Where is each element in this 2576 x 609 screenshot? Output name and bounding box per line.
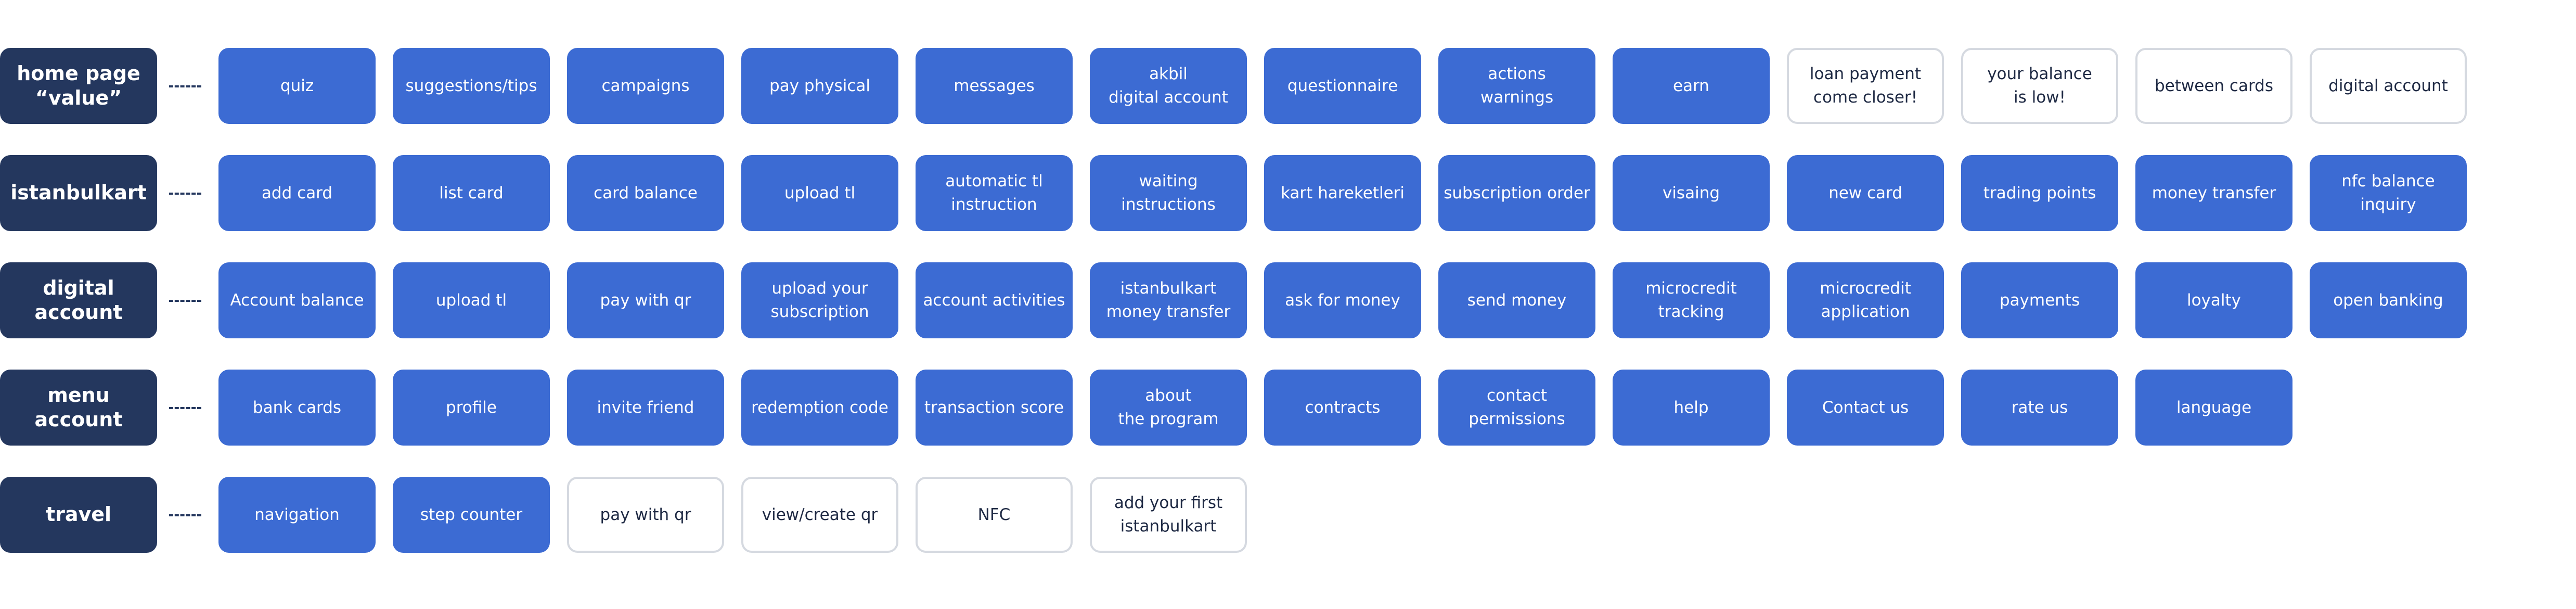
feature-chip-suggestions-tips: suggestions/tips: [393, 48, 550, 124]
feature-chip-redemption-code: redemption code: [741, 370, 898, 446]
feature-chip-account-balance: Account balance: [218, 262, 376, 338]
feature-chip-upload-tl: upload tl: [741, 155, 898, 231]
feature-chip-contracts: contracts: [1264, 370, 1421, 446]
feature-chip-profile: profile: [393, 370, 550, 446]
feature-chip-upload-your-subscription: upload your subscription: [741, 262, 898, 338]
feature-chip-pay-physical: pay physical: [741, 48, 898, 124]
feature-chip-between-cards: between cards: [2135, 48, 2292, 124]
feature-chip-about-the-program: about the program: [1090, 370, 1247, 446]
row-label: travel: [0, 477, 157, 553]
feature-chip-new-card: new card: [1787, 155, 1944, 231]
feature-chip-subscription-order: subscription order: [1438, 155, 1595, 231]
feature-chip-step-counter: step counter: [393, 477, 550, 553]
feature-chip-payments: payments: [1961, 262, 2118, 338]
feature-chip-istanbulkart-money-transfer: istanbulkart money transfer: [1090, 262, 1247, 338]
feature-chip-visaing: visaing: [1613, 155, 1770, 231]
feature-chip-add-your-first-istanbulkart: add your first istanbulkart: [1090, 477, 1247, 553]
feature-chip-send-money: send money: [1438, 262, 1595, 338]
feature-chip-help: help: [1613, 370, 1770, 446]
feature-chip-loan-payment-come-closer: loan payment come closer!: [1787, 48, 1944, 124]
feature-chip-card-balance: card balance: [567, 155, 724, 231]
feature-chip-akbil-digital-account: akbil digital account: [1090, 48, 1247, 124]
feature-chip-pay-with-qr: pay with qr: [567, 477, 724, 553]
feature-chip-view-create-qr: view/create qr: [741, 477, 898, 553]
feature-chip-bank-cards: bank cards: [218, 370, 376, 446]
feature-chip-pay-with-qr: pay with qr: [567, 262, 724, 338]
feature-chip-nfc-balance-inquiry: nfc balance inquiry: [2310, 155, 2467, 231]
feature-chip-contact-us: Contact us: [1787, 370, 1944, 446]
feature-chip-nfc: NFC: [916, 477, 1073, 553]
feature-chip-add-card: add card: [218, 155, 376, 231]
feature-chip-your-balance-is-low: your balance is low!: [1961, 48, 2118, 124]
feature-chip-questionnaire: questionnaire: [1264, 48, 1421, 124]
feature-chip-open-banking: open banking: [2310, 262, 2467, 338]
dashed-connector: [169, 407, 201, 409]
feature-chip-actions-warnings: actions warnings: [1438, 48, 1595, 124]
feature-chip-loyalty: loyalty: [2135, 262, 2292, 338]
feature-chip-digital-account: digital account: [2310, 48, 2467, 124]
dashed-connector: [169, 514, 201, 516]
feature-chip-microcredit-tracking: microcredit tracking: [1613, 262, 1770, 338]
feature-chip-kart-hareketleri: kart hareketleri: [1264, 155, 1421, 231]
feature-chip-transaction-score: transaction score: [916, 370, 1073, 446]
feature-chip-money-transfer: money transfer: [2135, 155, 2292, 231]
feature-chip-upload-tl: upload tl: [393, 262, 550, 338]
feature-chip-invite-friend: invite friend: [567, 370, 724, 446]
row-label: home page “value”: [0, 48, 157, 124]
dashed-connector: [169, 193, 201, 195]
dashed-connector: [169, 300, 201, 302]
feature-chip-contact-permissions: contact permissions: [1438, 370, 1595, 446]
feature-chip-waiting-instructions: waiting instructions: [1090, 155, 1247, 231]
row-label: digital account: [0, 262, 157, 338]
feature-chip-language: language: [2135, 370, 2292, 446]
feature-chip-account-activities: account activities: [916, 262, 1073, 338]
dashed-connector: [169, 85, 201, 87]
feature-chip-trading-points: trading points: [1961, 155, 2118, 231]
row-label: istanbulkart: [0, 155, 157, 231]
feature-chip-earn: earn: [1613, 48, 1770, 124]
feature-chip-microcredit-application: microcredit application: [1787, 262, 1944, 338]
feature-chip-quiz: quiz: [218, 48, 376, 124]
feature-chip-messages: messages: [916, 48, 1073, 124]
feature-chip-rate-us: rate us: [1961, 370, 2118, 446]
feature-chip-navigation: navigation: [218, 477, 376, 553]
feature-chip-list-card: list card: [393, 155, 550, 231]
feature-chip-campaigns: campaigns: [567, 48, 724, 124]
row-label: menu account: [0, 370, 157, 446]
feature-chip-automatic-tl-instruction: automatic tl instruction: [916, 155, 1073, 231]
feature-chip-ask-for-money: ask for money: [1264, 262, 1421, 338]
